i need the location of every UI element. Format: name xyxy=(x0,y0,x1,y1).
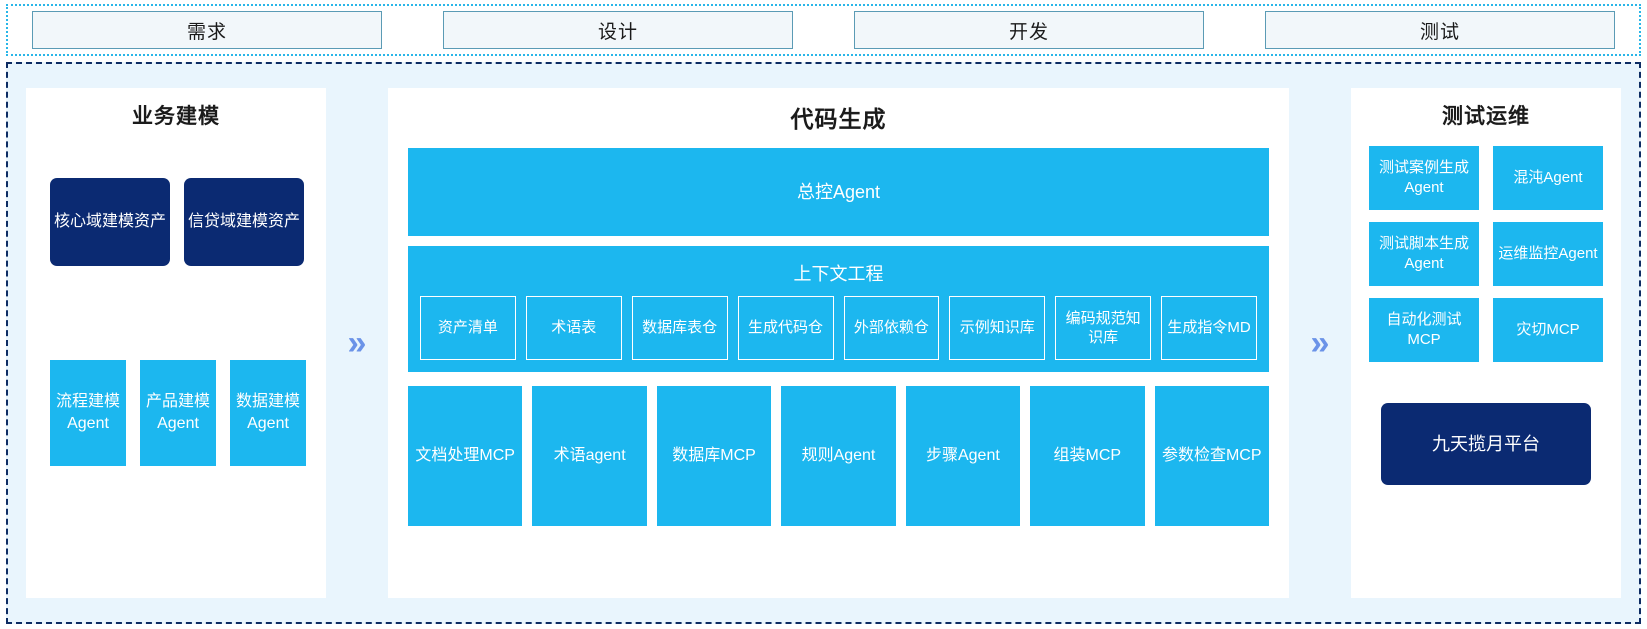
tool-card-document-processing-mcp[interactable]: 文档处理MCP xyxy=(408,386,523,526)
chevron-glyph: » xyxy=(347,324,367,362)
test-ops-card-label: 测试脚本生成Agent xyxy=(1378,234,1469,272)
tool-card-label: 步骤Agent xyxy=(925,447,1000,465)
context-chip-db-table-repo[interactable]: 数据库表仓 xyxy=(631,296,728,360)
test-ops-card-automated-testing-mcp[interactable]: 自动化测试MCP xyxy=(1369,298,1479,362)
main-section: 业务建模 核心域建模资产 信贷域建模资产 流程建模Agent 产品建模Agent… xyxy=(6,62,1641,624)
chevron-right-icon-left: » xyxy=(326,88,388,598)
test-ops-card-test-script-generation-agent[interactable]: 测试脚本生成Agent xyxy=(1369,222,1479,286)
agent-card-process-modeling[interactable]: 流程建模Agent xyxy=(50,360,126,466)
tool-card-label: 参数检查MCP xyxy=(1161,447,1262,465)
agent-card-label: 产品建模Agent xyxy=(145,393,210,432)
asset-card-core-domain[interactable]: 核心域建模资产 xyxy=(50,178,170,266)
test-ops-card-label: 自动化测试MCP xyxy=(1386,310,1462,348)
panel-code-generation: 代码生成 总控Agent 上下文工程 资产清单 术语表 xyxy=(388,88,1289,598)
tool-card-label: 术语agent xyxy=(553,447,626,465)
context-chip-label: 编码规范知识库 xyxy=(1065,309,1141,347)
tool-card-parameter-check-mcp[interactable]: 参数检查MCP xyxy=(1154,386,1269,526)
agent-card-data-modeling[interactable]: 数据建模Agent xyxy=(230,360,306,466)
master-agent-label: 总控Agent xyxy=(796,181,881,202)
test-ops-card-test-case-generation-agent[interactable]: 测试案例生成Agent xyxy=(1369,146,1479,210)
panel-title-code-generation: 代码生成 xyxy=(790,106,887,132)
agent-card-label: 流程建模Agent xyxy=(55,393,120,432)
tool-card-rule-agent[interactable]: 规则Agent xyxy=(781,386,896,526)
panel-test-operations: 测试运维 测试案例生成Agent 混沌Agent 测试脚本生成Agent 运维监… xyxy=(1351,88,1621,598)
context-chip-label: 数据库表仓 xyxy=(642,319,718,337)
test-ops-card-chaos-agent[interactable]: 混沌Agent xyxy=(1493,146,1603,210)
stage-label: 开发 xyxy=(1008,21,1049,43)
stage-box-design[interactable]: 设计 xyxy=(443,11,793,49)
panel-business-modeling: 业务建模 核心域建模资产 信贷域建模资产 流程建模Agent 产品建模Agent… xyxy=(26,88,326,598)
platform-card-label: 九天揽月平台 xyxy=(1432,433,1540,454)
panel-title-test-operations: 测试运维 xyxy=(1442,105,1530,128)
context-chip-coding-standard-knowledge-base[interactable]: 编码规范知识库 xyxy=(1055,296,1152,360)
context-engineering-block: 上下文工程 资产清单 术语表 数据库表仓 生成代码仓 xyxy=(408,246,1269,372)
context-chip-example-knowledge-base[interactable]: 示例知识库 xyxy=(949,296,1046,360)
tool-card-label: 组装MCP xyxy=(1053,447,1122,465)
panel-title-business-modeling: 业务建模 xyxy=(132,105,220,128)
tool-card-glossary-agent[interactable]: 术语agent xyxy=(532,386,647,526)
stage-box-requirement[interactable]: 需求 xyxy=(32,11,382,49)
test-ops-card-grid: 测试案例生成Agent 混沌Agent 测试脚本生成Agent 运维监控Agen… xyxy=(1369,146,1603,362)
test-ops-card-label: 测试案例生成Agent xyxy=(1378,158,1469,196)
tool-card-label: 规则Agent xyxy=(801,447,876,465)
context-chip-external-dependency-repo[interactable]: 外部依赖仓 xyxy=(843,296,940,360)
stage-strip: 需求 设计 开发 测试 xyxy=(6,4,1641,56)
platform-card-jiutian-lanyue[interactable]: 九天揽月平台 xyxy=(1381,403,1591,485)
stage-box-testing[interactable]: 测试 xyxy=(1265,11,1615,49)
test-ops-card-label: 灾切MCP xyxy=(1516,320,1580,338)
context-engineering-title: 上下文工程 xyxy=(793,264,884,284)
test-ops-card-disaster-recovery-mcp[interactable]: 灾切MCP xyxy=(1493,298,1603,362)
test-ops-card-label: 运维监控Agent xyxy=(1498,244,1598,262)
tool-card-step-agent[interactable]: 步骤Agent xyxy=(905,386,1021,526)
stage-label: 设计 xyxy=(597,21,638,43)
context-chip-generated-code-repo[interactable]: 生成代码仓 xyxy=(737,296,834,360)
agent-card-label: 数据建模Agent xyxy=(235,393,300,432)
chevron-right-icon-right: » xyxy=(1289,88,1351,598)
tool-card-label: 文档处理MCP xyxy=(415,447,515,465)
business-agent-group: 流程建模Agent 产品建模Agent 数据建模Agent xyxy=(50,360,306,466)
context-chip-label: 示例知识库 xyxy=(959,319,1035,337)
context-chip-label: 外部依赖仓 xyxy=(853,319,929,337)
stage-box-development[interactable]: 开发 xyxy=(854,11,1204,49)
code-generation-body: 总控Agent 上下文工程 资产清单 术语表 数据库表仓 xyxy=(388,148,1289,526)
context-chip-label: 资产清单 xyxy=(437,319,498,337)
stage-label: 需求 xyxy=(186,21,227,43)
test-ops-card-operations-monitoring-agent[interactable]: 运维监控Agent xyxy=(1493,222,1603,286)
context-chip-generation-instruction-md[interactable]: 生成指令MD xyxy=(1161,296,1257,360)
context-chip-asset-list[interactable]: 资产清单 xyxy=(420,296,516,360)
tool-card-row: 文档处理MCP 术语agent 数据库MCP 规则Agent 步骤Agent xyxy=(408,386,1269,526)
agent-card-product-modeling[interactable]: 产品建模Agent xyxy=(140,360,216,466)
context-chip-label: 生成代码仓 xyxy=(748,319,824,337)
context-chip-label: 生成指令MD xyxy=(1167,319,1251,337)
asset-card-label: 信贷域建模资产 xyxy=(188,213,301,231)
test-ops-card-label: 混沌Agent xyxy=(1513,168,1583,186)
chevron-glyph: » xyxy=(1310,324,1330,362)
context-chip-label: 术语表 xyxy=(551,319,597,337)
master-agent-banner[interactable]: 总控Agent xyxy=(408,148,1269,236)
context-chip-glossary[interactable]: 术语表 xyxy=(525,296,622,360)
context-chip-row: 资产清单 术语表 数据库表仓 生成代码仓 外部依赖仓 xyxy=(420,296,1257,360)
tool-card-label: 数据库MCP xyxy=(672,447,756,465)
stage-label: 测试 xyxy=(1419,21,1460,43)
business-asset-group: 核心域建模资产 信贷域建模资产 xyxy=(50,178,304,266)
tool-card-database-mcp[interactable]: 数据库MCP xyxy=(656,386,772,526)
asset-card-credit-domain[interactable]: 信贷域建模资产 xyxy=(184,178,304,266)
tool-card-assembly-mcp[interactable]: 组装MCP xyxy=(1030,386,1145,526)
asset-card-label: 核心域建模资产 xyxy=(54,213,167,231)
